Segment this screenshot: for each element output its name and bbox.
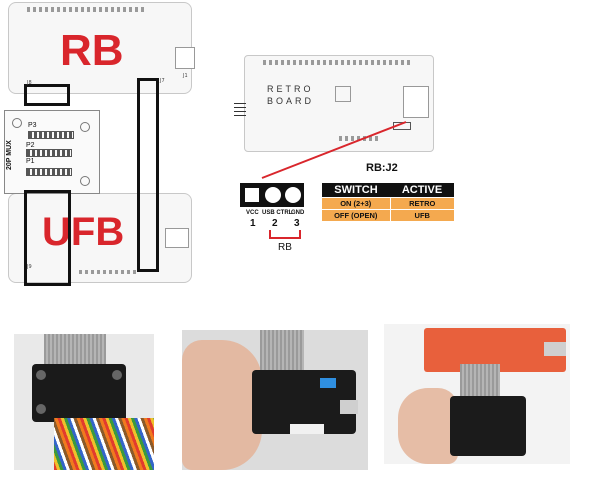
row2-switch: OFF (OPEN) xyxy=(322,209,390,221)
pin2-num: 2 xyxy=(272,218,278,229)
mux-side-label: 20P MUX xyxy=(6,140,13,170)
pin1-name: VCC xyxy=(246,210,259,216)
mux-p2-label: P2 xyxy=(26,142,35,149)
j8-highlight-box xyxy=(24,84,70,106)
blue-terminal xyxy=(320,378,336,388)
mux-p1-label: P1 xyxy=(26,158,35,165)
rb-label: RB xyxy=(60,26,124,75)
mux-side-label-wrap: 20P MUX xyxy=(6,130,18,170)
stacked-boards-schematic: J1 RB UFB 20P MUX P3 P2 P1 J8 J9 J7 xyxy=(0,0,200,290)
screw-2 xyxy=(36,404,46,414)
pin1-num: 1 xyxy=(250,218,256,229)
ufb-usb-port xyxy=(165,228,189,248)
black-mux-photo3 xyxy=(450,396,526,456)
rb-usb-port xyxy=(175,47,195,69)
retro-logo-line2: BOARD xyxy=(267,96,315,106)
screw-3 xyxy=(112,370,122,380)
mux-board-photo xyxy=(32,364,126,422)
rb-top-header xyxy=(27,7,147,12)
retro-wire-leads xyxy=(234,103,246,117)
colored-wires xyxy=(54,418,154,470)
retro-center-square xyxy=(335,86,351,102)
pin3-num: 3 xyxy=(294,218,300,229)
hand-photo3 xyxy=(398,388,458,464)
j7-label: J7 xyxy=(160,78,165,84)
jumper-pin-3 xyxy=(285,187,301,203)
row2-active: UFB xyxy=(389,209,454,221)
retro-bottom-header xyxy=(339,136,379,141)
mux-header-p2 xyxy=(26,149,72,157)
j9-highlight-box xyxy=(24,190,71,286)
mux-hole-right xyxy=(80,122,90,132)
retro-usb-photo xyxy=(544,342,566,356)
rb-j1-label: J1 xyxy=(183,73,188,79)
jumper-pin-2 xyxy=(265,187,281,203)
white-connector xyxy=(290,424,324,434)
rb-board-outline: J1 xyxy=(8,2,195,94)
table-row: ON (2+3) RETRO xyxy=(322,197,454,210)
pin3-name: GND xyxy=(291,210,305,216)
retro-board-diagram: RETRO BOARD xyxy=(244,55,434,152)
mux-p3-label: P3 xyxy=(28,122,37,129)
mux-hole-left xyxy=(12,118,22,128)
j9-label: J9 xyxy=(27,264,32,270)
row1-active: RETRO xyxy=(389,197,454,210)
photo-retro-board-mux xyxy=(384,324,570,464)
retro-top-header xyxy=(263,60,413,65)
j7-highlight-box xyxy=(137,78,159,272)
mux-header-p1 xyxy=(26,168,72,176)
usb-connector-photo2 xyxy=(340,400,358,414)
screw-1 xyxy=(36,370,46,380)
photo-hand-board xyxy=(182,330,368,470)
switch-table-wrap: SWITCH ACTIVE ON (2+3) RETRO OFF (OPEN) … xyxy=(322,183,454,221)
hand-shape xyxy=(182,340,262,470)
photo-ribbon-cable xyxy=(14,334,154,470)
switch-table: SWITCH ACTIVE ON (2+3) RETRO OFF (OPEN) … xyxy=(322,183,454,221)
retro-logo-line1: RETRO xyxy=(267,84,314,94)
ribbon-cable-photo3 xyxy=(460,364,500,398)
ribbon-cable-photo2 xyxy=(260,330,304,370)
ufb-bottom-header xyxy=(79,270,139,274)
row1-switch: ON (2+3) xyxy=(322,197,390,210)
rb-bracket-label: RB xyxy=(278,242,292,253)
rb-bracket xyxy=(269,230,301,239)
black-board-photo2 xyxy=(252,370,356,434)
ufb-label: UFB xyxy=(42,210,125,254)
red-pointer-line xyxy=(261,121,407,179)
rb-j2-label: RB:J2 xyxy=(366,162,398,174)
active-header: ACTIVE xyxy=(390,183,454,198)
mux-hole-bottom xyxy=(80,176,90,186)
retro-usb-port xyxy=(403,86,429,118)
pin2-name: USB CTRL xyxy=(262,210,293,216)
ufb-board-outline xyxy=(8,193,192,283)
jumper-pin-1 xyxy=(245,188,259,202)
jumper-block xyxy=(240,183,304,207)
j8-label: J8 xyxy=(27,80,32,86)
switch-header: SWITCH xyxy=(322,183,390,198)
mux-header-p3 xyxy=(28,131,74,139)
table-row: OFF (OPEN) UFB xyxy=(322,209,454,221)
